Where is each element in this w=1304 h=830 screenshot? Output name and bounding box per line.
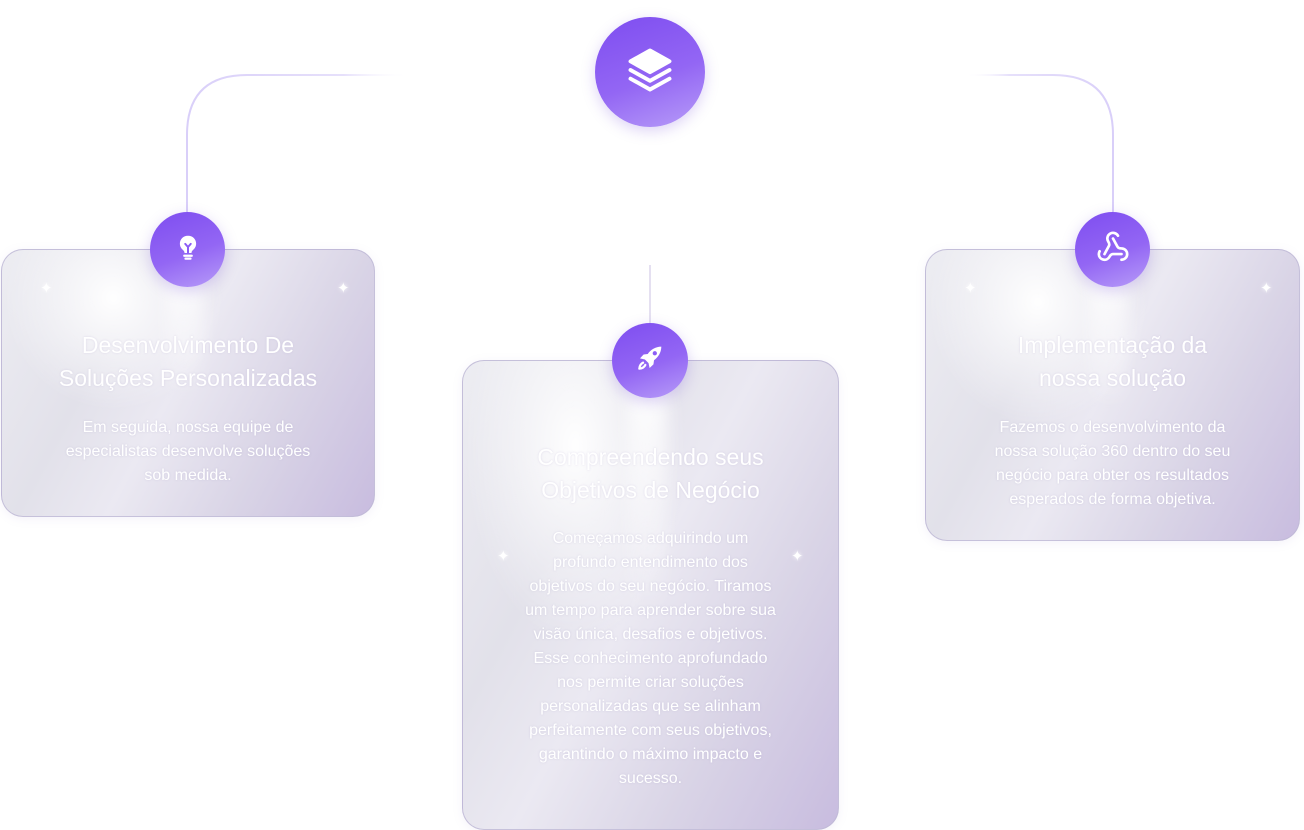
step-node-implementation bbox=[1075, 212, 1150, 287]
card-title-line: Desenvolvimento De bbox=[81, 332, 295, 358]
card-title-line: Soluções Personalizadas bbox=[58, 365, 318, 391]
step-node-custom-solutions bbox=[150, 212, 225, 287]
connector-right bbox=[965, 74, 1114, 212]
card-implementation: ✦ ✦ Implementação da nossa solução Fazem… bbox=[925, 249, 1300, 541]
card-description-line: profundo entendimento dos bbox=[553, 554, 748, 571]
card-description-line: perfeitamente com seus objetivos, bbox=[529, 722, 772, 739]
card-business-goals: ✦ ✦ Compreendendo seus Objetivos de Negó… bbox=[462, 360, 839, 830]
card-description-line: negócio para obter os resultados bbox=[995, 467, 1230, 484]
main-node bbox=[595, 17, 705, 127]
rocket-icon bbox=[634, 342, 666, 379]
card-title-line: Compreendendo seus bbox=[537, 444, 764, 470]
card-description-line: objetivos do seu negócio. Tiramos bbox=[529, 578, 772, 595]
card-description: Fazemos o desenvolvimento da nossa soluç… bbox=[926, 416, 1299, 512]
card-description-line: nos permite criar soluções bbox=[557, 674, 744, 691]
sparkle-icon: ✦ bbox=[964, 280, 977, 297]
card-description-line: sob medida. bbox=[144, 467, 232, 484]
card-description-line: esperados de forma objetiva. bbox=[1009, 491, 1216, 508]
card-description-line: um tempo para aprender sobre sua bbox=[525, 602, 776, 619]
card-custom-solutions: ✦ ✦ Desenvolvimento De Soluções Personal… bbox=[1, 249, 375, 517]
step-node-business-goals bbox=[612, 323, 688, 398]
card-description-line: personalizadas que se alinham bbox=[540, 698, 761, 715]
card-description-line: Em seguida, nossa equipe de bbox=[82, 419, 294, 436]
sparkle-icon: ✦ bbox=[497, 548, 510, 565]
card-description-line: sucesso. bbox=[618, 770, 683, 787]
card-description-line: garantindo o máximo impacto e bbox=[538, 746, 763, 763]
sparkle-icon: ✦ bbox=[791, 548, 804, 565]
card-title: Desenvolvimento De Soluções Personalizad… bbox=[2, 329, 374, 395]
card-description-line: visão única, desafios e objetivos. bbox=[533, 626, 768, 643]
card-description: Começamos adquirindo um profundo entendi… bbox=[463, 527, 838, 791]
sparkle-icon: ✦ bbox=[337, 280, 350, 297]
card-description-line: especialistas desenvolve soluções bbox=[65, 443, 311, 460]
layers-icon bbox=[624, 44, 676, 101]
card-title-line: Objetivos de Negócio bbox=[541, 477, 760, 503]
card-description-line: Esse conhecimento aprofundado bbox=[533, 650, 768, 667]
card-title: Implementação da nossa solução bbox=[926, 329, 1299, 395]
sparkle-icon: ✦ bbox=[40, 280, 53, 297]
card-title: Compreendendo seus Objetivos de Negócio bbox=[463, 441, 838, 507]
card-title-line: Implementação da bbox=[1017, 332, 1208, 358]
card-description-line: Fazemos o desenvolvimento da bbox=[999, 419, 1226, 436]
sparkle-icon: ✦ bbox=[1260, 280, 1273, 297]
lightbulb-icon bbox=[173, 232, 203, 267]
card-title-line: nossa solução bbox=[1038, 365, 1187, 391]
card-description-line: Começamos adquirindo um bbox=[552, 530, 749, 547]
webhook-icon bbox=[1096, 230, 1130, 269]
card-description: Em seguida, nossa equipe de especialista… bbox=[2, 416, 374, 488]
connector-left bbox=[186, 74, 410, 212]
card-description-line: nossa solução 360 dentro do seu bbox=[994, 443, 1231, 460]
